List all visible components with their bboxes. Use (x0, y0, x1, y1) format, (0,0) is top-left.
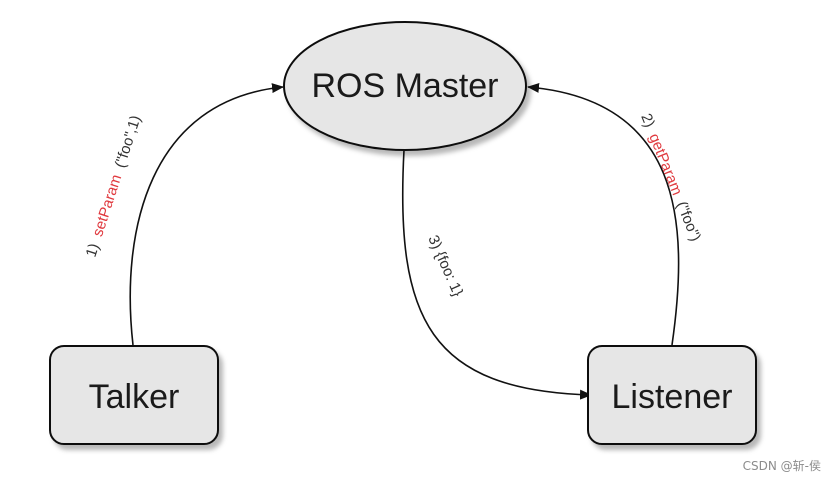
edge-get-param (527, 82, 680, 346)
get-param-method: getParam (645, 131, 685, 198)
node-listener: Listener (587, 345, 757, 445)
edge-label-get-param: 2) getParam ("foo") (637, 111, 704, 244)
watermark: CSDN @斩-侯 (742, 459, 821, 473)
get-param-step: 2) (637, 111, 658, 130)
node-label-talker: Talker (89, 378, 180, 416)
node-ros-master: ROS Master (283, 21, 527, 151)
set-param-step: 1) (83, 241, 103, 259)
edge-set-param (129, 83, 284, 346)
set-param-args: ("foo",1) (112, 113, 145, 170)
node-label-master: ROS Master (311, 67, 498, 105)
node-talker: Talker (49, 345, 219, 445)
edge-label-reply: 3) {foo: 1} (424, 233, 466, 299)
set-param-method: setParam (89, 172, 125, 238)
node-label-listener: Listener (612, 378, 733, 416)
edge-reply (401, 149, 592, 400)
